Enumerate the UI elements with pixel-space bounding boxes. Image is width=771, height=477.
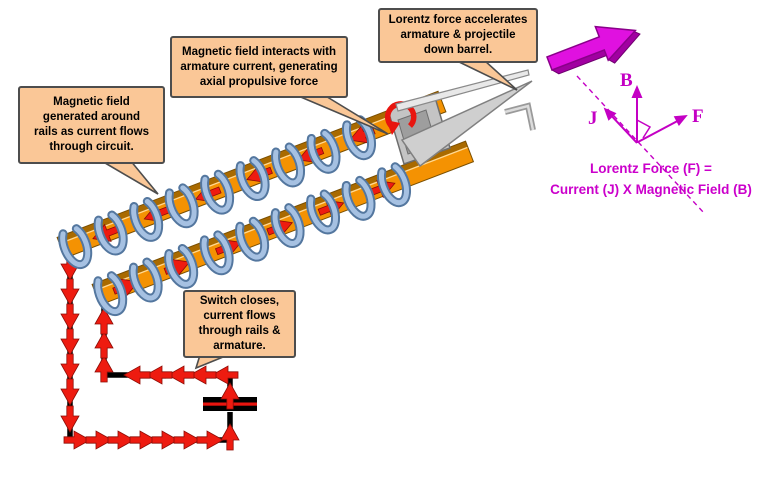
callout-text-line: armature & projectile — [400, 29, 516, 41]
callout-text-line: through circuit. — [49, 141, 134, 153]
callout-field-interacts-armature: Magnetic field interacts with armature c… — [170, 36, 348, 98]
lorentz-formula-line2: Current (J) X Magnetic Field (B) — [550, 182, 752, 197]
lorentz-formula-line1: Lorentz Force (F) = — [590, 161, 712, 176]
callout-switch-closes: Switch closes, current flows through rai… — [183, 290, 296, 358]
callout-magnetic-field-rails: Magnetic field generated around rails as… — [18, 86, 165, 164]
callout-text-line: axial propulsive force — [199, 75, 319, 88]
callout-text-line: down barrel. — [423, 44, 493, 56]
callout-lorentz-accelerates: Lorentz force accelerates armature & pro… — [378, 8, 538, 63]
callout-text-line: through rails & — [198, 325, 281, 337]
upper-rail — [57, 90, 447, 269]
dashed-axis-line — [576, 75, 705, 214]
right-angle-mark — [636, 119, 652, 139]
vector-label-j: J — [588, 108, 598, 129]
lorentz-formula: Lorentz Force (F) = Current (J) X Magnet… — [520, 158, 771, 200]
vector-j-arrow — [599, 103, 638, 144]
vector-diagram — [576, 75, 705, 214]
callout-text-line: Magnetic field interacts with — [182, 45, 336, 58]
callout-text-line: rails as current flows — [33, 126, 150, 138]
callout-text-line: Lorentz force accelerates — [388, 14, 528, 26]
callout-text-line: current flows — [203, 310, 276, 322]
vector-f-arrow — [637, 110, 691, 143]
vector-label-f: F — [692, 106, 704, 127]
callout-text-line: armature current, generating — [180, 60, 338, 73]
callout-text-line: armature. — [213, 340, 266, 352]
vector-b-arrow — [631, 85, 643, 143]
callout-text-line: generated around — [42, 111, 141, 123]
projectile-velocity-arrow — [546, 25, 641, 75]
lower-rail — [92, 140, 475, 316]
callout-text-line: Switch closes, — [199, 295, 280, 307]
callout-text-line: Magnetic field — [53, 96, 130, 108]
vector-label-b: B — [620, 70, 633, 91]
